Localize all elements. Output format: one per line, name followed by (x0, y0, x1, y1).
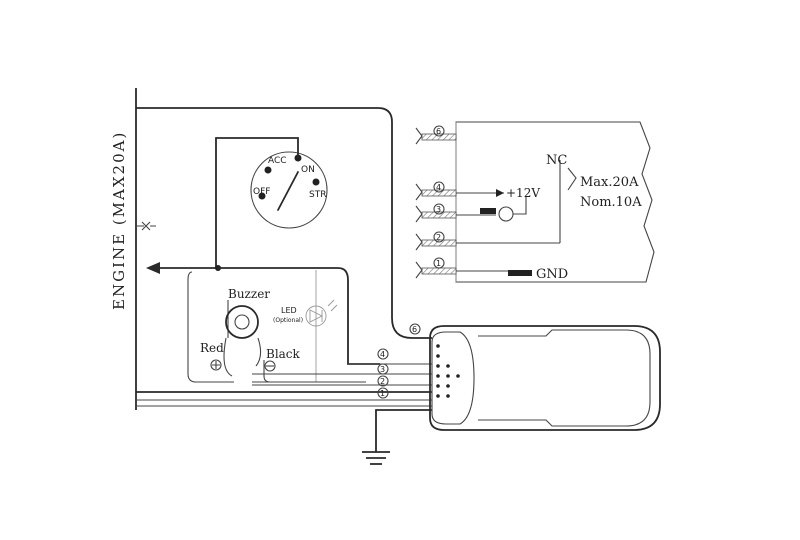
relay-lines (456, 160, 577, 276)
module-num-1: 1 (380, 389, 385, 398)
led-label: LED (281, 306, 297, 315)
relay-panel (455, 121, 655, 283)
module-wires (136, 363, 432, 407)
relay-12v-label: +12V (506, 186, 540, 200)
ground-icon (362, 409, 432, 465)
remote-module (429, 325, 661, 431)
module-num-2: 2 (380, 377, 385, 386)
ignition-switch (215, 137, 328, 271)
relay-nc-label: NC (546, 153, 567, 168)
engine-switch-icon (136, 221, 156, 231)
black-label: Black (266, 347, 301, 361)
module-wire-numbers (377, 323, 421, 399)
ignition-off-label: OFF (253, 187, 270, 197)
ignition-acc-label: ACC (268, 156, 287, 166)
arrow-left-icon (146, 262, 218, 274)
ignition-on-label: ON (301, 165, 315, 175)
relay-num-2: 2 (436, 233, 441, 242)
module-num-4: 4 (380, 350, 385, 359)
relay-pins (415, 127, 457, 279)
engine-label: ENGINE (MAX20A) (110, 131, 128, 310)
led-icon (305, 299, 338, 327)
buzzer-label: Buzzer (228, 287, 270, 301)
relay-wire-numbers (433, 125, 445, 269)
ignition-str-label: STR (309, 190, 326, 200)
red-label: Red (200, 341, 224, 355)
engine-frame (135, 88, 432, 410)
relay-max-label: Max.20A (580, 175, 639, 190)
buzzer-icon (223, 305, 262, 377)
module-num-3: 3 (380, 365, 385, 374)
black-terminal-icon (264, 360, 276, 372)
relay-nom-label: Nom.10A (580, 195, 642, 210)
led-note: (Optional) (273, 317, 303, 324)
module-num-6: 6 (412, 325, 417, 334)
relay-num-3: 3 (436, 205, 441, 214)
relay-num-6: 6 (436, 127, 441, 136)
red-terminal-icon (210, 359, 222, 371)
relay-num-1: 1 (436, 259, 441, 268)
relay-num-4: 4 (436, 183, 441, 192)
relay-gnd-label: GND (536, 267, 568, 282)
